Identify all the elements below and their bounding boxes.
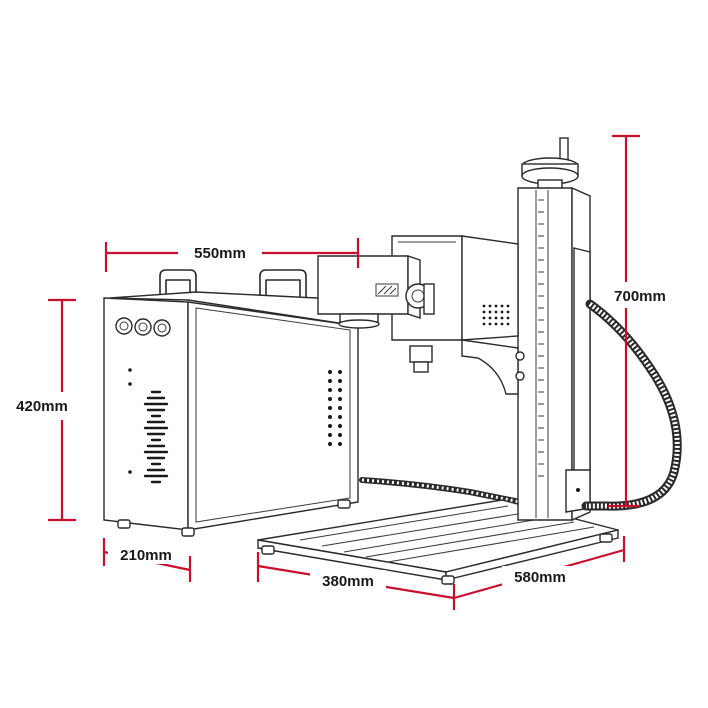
cabinet-handle-left (159, 269, 197, 298)
laser-head (317, 235, 525, 395)
dim-label-width: 550mm (194, 245, 246, 262)
cabinet-side-panel (187, 301, 359, 531)
cabinet-handle-right (259, 269, 307, 298)
dim-label-depth-cabinet: 210mm (120, 547, 172, 564)
cabinet-cable (359, 477, 523, 505)
dim-label-height-total: 700mm (614, 288, 666, 305)
lifting-column (517, 137, 591, 522)
dim-label-height-cabinet: 420mm (16, 398, 68, 415)
fiber-cable (581, 299, 682, 511)
dim-label-base-depth: 580mm (514, 569, 566, 586)
dim-label-base-width: 380mm (322, 573, 374, 590)
side-vent (328, 370, 342, 446)
control-cabinet (103, 269, 359, 537)
front-vent (143, 390, 169, 484)
knob-icon (115, 317, 171, 337)
